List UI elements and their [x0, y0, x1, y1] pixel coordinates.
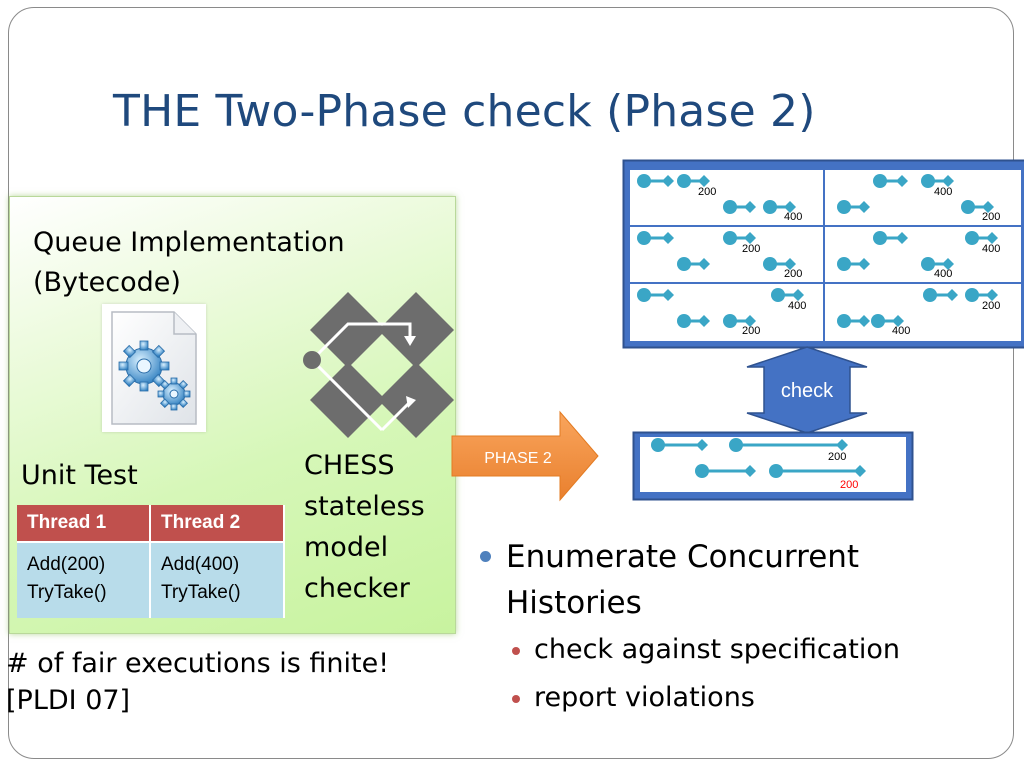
- history-value-label: 400: [788, 300, 806, 312]
- history-op-mark: [923, 288, 958, 302]
- bullet-sub-dot: [512, 647, 520, 655]
- history-op-mark: [677, 314, 710, 328]
- slide-title: THE Two-Phase check (Phase 2): [113, 86, 816, 137]
- history-op-mark: [873, 231, 908, 245]
- thread-2-op-2: TryTake(): [161, 582, 241, 603]
- check-label: check: [781, 380, 834, 402]
- chess-diamond-icon: [302, 292, 454, 444]
- gears-document-icon: [102, 304, 206, 432]
- history-value-label: 200: [982, 211, 1000, 223]
- history-op-mark: [723, 231, 756, 245]
- thread-2-cell: Add(400) TryTake(): [150, 541, 285, 618]
- history-op-mark: [723, 200, 756, 214]
- history-op-mark: [961, 200, 994, 214]
- history-op-mark: [637, 288, 674, 302]
- fair-executions-note: # of fair executions is finite! [PLDI 07…: [6, 645, 389, 719]
- history-op-mark: [763, 257, 796, 271]
- history-op-mark: [723, 314, 756, 328]
- history-op-mark: [763, 200, 796, 214]
- specification-panel: 200 200: [632, 431, 914, 501]
- history-op-mark: [921, 257, 954, 271]
- history-value-label: 400: [982, 243, 1000, 255]
- history-op-mark: [837, 314, 870, 328]
- fair-line-2: [PLDI 07]: [6, 685, 131, 716]
- queue-impl-line-2: (Bytecode): [33, 267, 181, 298]
- history-op-mark: [637, 174, 674, 188]
- bullet-main-line-1: Enumerate Concurrent: [506, 539, 860, 575]
- history-op-mark: [677, 257, 710, 271]
- spec-op-mark: [695, 464, 756, 478]
- phase-2-arrow: PHASE 2: [450, 410, 600, 502]
- history-op-mark: [771, 288, 804, 302]
- history-op-mark: [837, 200, 870, 214]
- check-double-arrow: check: [745, 345, 870, 435]
- history-value-label: 400: [934, 268, 952, 280]
- history-value-label: 400: [892, 325, 910, 337]
- spec-op-mark: [769, 464, 866, 478]
- bullet-main-line-2: Histories: [506, 585, 642, 621]
- history-value-label: 200: [982, 300, 1000, 312]
- histories-panel: 200 400 400 200 200 200 400 400 400 200 200 400: [622, 159, 1024, 349]
- bullet-dot: [480, 551, 491, 562]
- spec-op-mark: [729, 438, 848, 452]
- history-op-mark: [677, 174, 710, 188]
- thread-1-op-1: Add(200): [27, 554, 106, 575]
- history-value-label: 400: [934, 186, 952, 198]
- thread-1-header: Thread 1: [17, 505, 151, 542]
- history-value-label: 400: [784, 211, 802, 223]
- history-value-label: 200: [698, 186, 716, 198]
- bullet-sub-dot: [512, 695, 520, 703]
- fair-line-1: # of fair executions is finite!: [6, 648, 390, 679]
- unit-test-label: Unit Test: [21, 460, 138, 491]
- history-value-label: 200: [742, 325, 760, 337]
- history-op-mark: [965, 288, 998, 302]
- chess-line-3: model: [304, 532, 389, 563]
- thread-2-op-1: Add(400): [161, 554, 240, 575]
- spec-op-mark: [651, 438, 708, 452]
- chess-line-4: checker: [304, 573, 410, 604]
- thread-1-op-2: TryTake(): [27, 582, 107, 603]
- history-op-mark: [837, 257, 870, 271]
- queue-impl-line-1: Queue Implementation: [33, 227, 345, 258]
- queue-implementation-label: Queue Implementation (Bytecode): [33, 223, 345, 303]
- unit-test-table: Thread 1 Thread 2 Add(200) TryTake() Add…: [17, 505, 285, 618]
- history-value-label: 200: [784, 268, 802, 280]
- thread-1-cell: Add(200) TryTake(): [17, 541, 151, 618]
- chess-line-1: CHESS: [304, 450, 395, 481]
- history-op-mark: [921, 174, 954, 188]
- chess-checker-label: CHESS stateless model checker: [304, 445, 425, 609]
- history-op-mark: [965, 231, 998, 245]
- chess-line-2: stateless: [304, 491, 425, 522]
- spec-violation-label: 200: [840, 479, 858, 491]
- spec-value-label: 200: [828, 451, 846, 463]
- history-op-mark: [873, 174, 908, 188]
- history-value-label: 200: [742, 243, 760, 255]
- thread-2-header: Thread 2: [150, 505, 285, 542]
- history-op-mark: [637, 231, 674, 245]
- phase-2-label: PHASE 2: [484, 450, 552, 467]
- history-op-mark: [871, 314, 904, 328]
